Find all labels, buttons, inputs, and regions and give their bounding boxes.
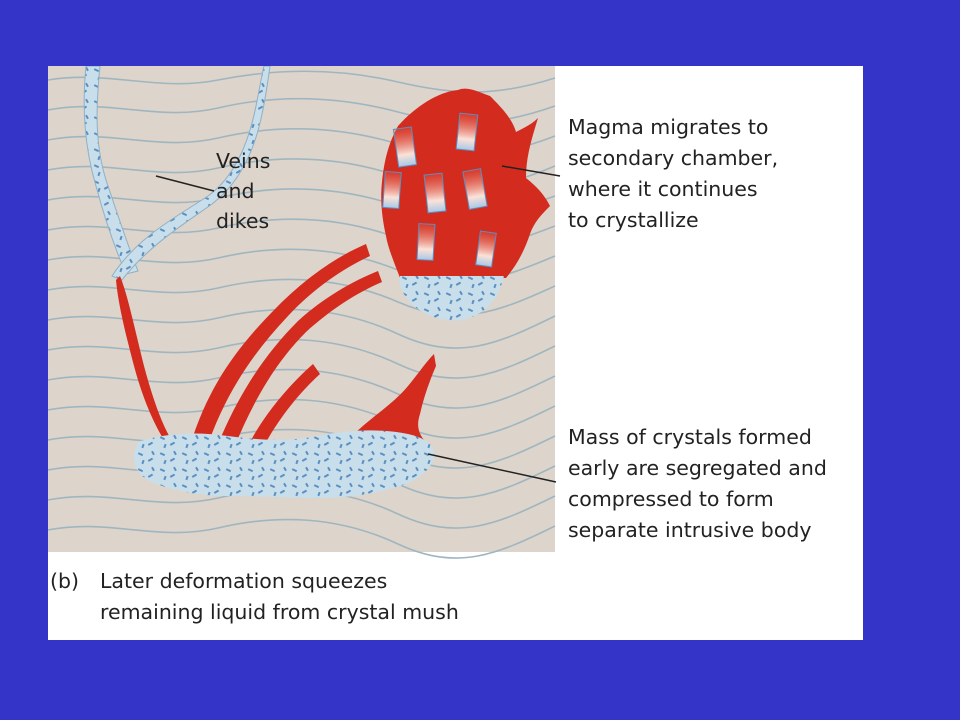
leader-lines (155, 165, 561, 483)
label-line: compressed to form (568, 487, 774, 511)
geology-illustration (48, 66, 561, 559)
label-line: dikes (216, 209, 270, 233)
label-line: to crystallize (568, 208, 699, 232)
label-line: separate intrusive body (568, 518, 812, 542)
label-line: early are segregated and (568, 456, 827, 480)
label-line: Magma migrates to (568, 115, 769, 139)
label-line: Mass of crystals formed (568, 425, 812, 449)
magma-dikes (116, 244, 436, 450)
crystals-in-chamber (382, 112, 497, 268)
caption-tag: (b) (50, 569, 80, 593)
label-veins-dikes: Veins and dikes (216, 146, 270, 236)
crystal-mass-intrusive-body (133, 430, 435, 498)
caption-line: remaining liquid from crystal mush (100, 600, 459, 624)
label-line: Veins (216, 149, 271, 173)
veins-and-dikes (83, 66, 271, 281)
label-line: and (216, 179, 255, 203)
figure-caption: (b) Later deformation squeezes remaining … (50, 566, 459, 628)
label-secondary-chamber: Magma migrates to secondary chamber, whe… (568, 112, 778, 236)
diagram-panel: Veins and dikes Magma migrates to second… (48, 66, 863, 640)
label-line: where it continues (568, 177, 758, 201)
label-line: secondary chamber, (568, 146, 779, 170)
caption-line: Later deformation squeezes (100, 569, 388, 593)
secondary-magma-chamber (381, 88, 550, 321)
label-crystal-mass: Mass of crystals formed early are segreg… (568, 422, 827, 546)
